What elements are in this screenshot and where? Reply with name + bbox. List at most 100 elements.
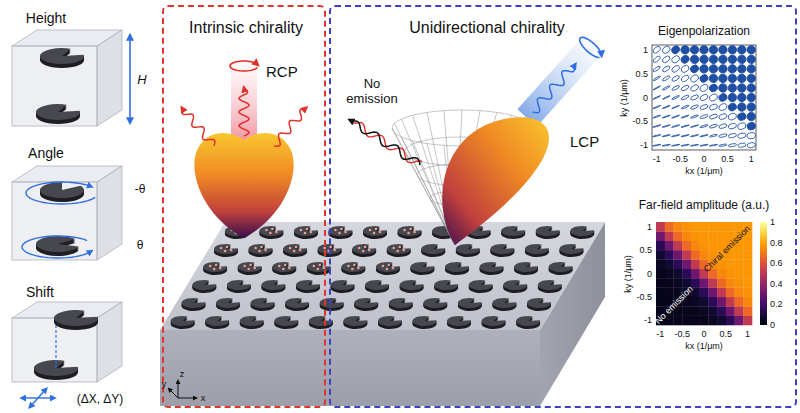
tick-label: 1 bbox=[647, 222, 652, 232]
illustration-part bbox=[700, 306, 709, 316]
illustration-part bbox=[665, 278, 674, 288]
illustration-part bbox=[653, 125, 661, 128]
illustration-part bbox=[362, 250, 365, 253]
illustration-part bbox=[691, 250, 700, 260]
illustration-part bbox=[670, 54, 680, 64]
illustration-part bbox=[718, 103, 728, 112]
illustration-part bbox=[294, 226, 318, 236]
illustration-part bbox=[209, 265, 212, 268]
illustration-part bbox=[182, 299, 206, 309]
illustration-part bbox=[700, 316, 709, 326]
illustration-part bbox=[718, 92, 729, 102]
tick-label: -1 bbox=[653, 154, 661, 164]
illustration-part bbox=[243, 265, 246, 268]
tick-label: 0.5 bbox=[721, 154, 734, 164]
colorbar-tick: 0.4 bbox=[770, 279, 783, 289]
parameter-title: Shift bbox=[26, 284, 54, 300]
illustration-part bbox=[320, 298, 344, 308]
illustration-part bbox=[735, 278, 744, 288]
illustration-part bbox=[727, 73, 739, 85]
illustration-part bbox=[413, 231, 416, 234]
illustration-part bbox=[482, 317, 506, 327]
illustration-part bbox=[671, 64, 681, 73]
rotation-arrow bbox=[22, 236, 91, 258]
illustration-part bbox=[421, 245, 445, 255]
axis-letter: z bbox=[180, 369, 185, 379]
illustration-part bbox=[307, 263, 331, 273]
illustration-part bbox=[421, 244, 445, 254]
illustration-part bbox=[447, 317, 471, 327]
illustration-part bbox=[352, 244, 376, 254]
illustration-part bbox=[690, 94, 699, 101]
illustration-part bbox=[278, 265, 281, 268]
illustration-part bbox=[653, 86, 661, 91]
illustration-part bbox=[681, 94, 690, 100]
angle-parameter: Angle-θθ bbox=[2, 140, 152, 276]
illustration-part bbox=[653, 115, 661, 118]
illustration-part bbox=[662, 85, 670, 90]
illustration-part bbox=[719, 133, 728, 138]
illustration-part bbox=[743, 316, 752, 326]
illustration-part bbox=[375, 228, 378, 231]
rotation-arrow bbox=[26, 182, 95, 204]
tick-label: 0 bbox=[643, 92, 648, 102]
illustration-part bbox=[665, 288, 674, 298]
polarization-label: LCP bbox=[570, 133, 599, 150]
illustration-part bbox=[456, 244, 480, 254]
illustration-part bbox=[656, 231, 665, 241]
illustration-part bbox=[691, 231, 700, 241]
illustration-part bbox=[673, 259, 682, 269]
illustration-part bbox=[652, 55, 661, 63]
illustration-part bbox=[331, 280, 355, 290]
illustration-part bbox=[728, 143, 737, 147]
tick-label: 0.5 bbox=[639, 245, 652, 255]
illustration-part bbox=[736, 53, 748, 65]
illustration-part bbox=[682, 306, 691, 316]
illustration-part bbox=[743, 306, 752, 316]
illustration-part bbox=[501, 227, 525, 237]
illustration-part bbox=[490, 245, 514, 255]
illustration-part bbox=[743, 297, 752, 307]
illustration-part bbox=[382, 265, 385, 268]
illustration-part bbox=[160, 222, 605, 330]
illustration-part bbox=[727, 102, 738, 112]
illustration-part bbox=[285, 298, 309, 308]
illustration-part bbox=[735, 306, 744, 316]
circular-arrow bbox=[230, 61, 257, 71]
illustration-part bbox=[215, 264, 218, 267]
illustration-part bbox=[247, 268, 250, 271]
illustration-part bbox=[698, 53, 710, 65]
illustration-part bbox=[271, 228, 274, 231]
eigenpolarization-plot bbox=[652, 44, 757, 150]
illustration-part bbox=[525, 244, 549, 254]
illustration-part bbox=[736, 92, 747, 103]
wave-arrow bbox=[529, 61, 579, 115]
illustration-part bbox=[708, 53, 720, 65]
panel-title: Intrinsic chirality bbox=[189, 19, 303, 37]
tick-label: -1 bbox=[640, 140, 648, 150]
illustration-part bbox=[673, 316, 682, 326]
illustration-part bbox=[708, 63, 720, 75]
illustration-part bbox=[365, 280, 389, 290]
illustration-part bbox=[726, 306, 735, 316]
tick-label: -1 bbox=[656, 329, 664, 339]
wave-arrow bbox=[182, 108, 215, 146]
illustration-part bbox=[213, 268, 216, 271]
illustration-part bbox=[251, 299, 275, 309]
colorbar-tick: 0.8 bbox=[770, 237, 783, 247]
illustration-part bbox=[456, 245, 480, 255]
illustration-part bbox=[171, 316, 195, 326]
illustration-part bbox=[353, 264, 356, 267]
illustration-part bbox=[737, 122, 747, 130]
illustration-part bbox=[283, 245, 307, 255]
illustration-part bbox=[410, 263, 434, 273]
illustration-part bbox=[680, 54, 691, 65]
illustration-part bbox=[536, 227, 560, 237]
illustration-part bbox=[182, 298, 206, 308]
illustration-part bbox=[735, 297, 744, 307]
illustration-part bbox=[746, 121, 756, 130]
axis-arrow bbox=[178, 381, 179, 398]
illustration-part bbox=[726, 288, 735, 298]
illustration-part bbox=[681, 125, 689, 128]
illustration-part bbox=[340, 228, 343, 231]
